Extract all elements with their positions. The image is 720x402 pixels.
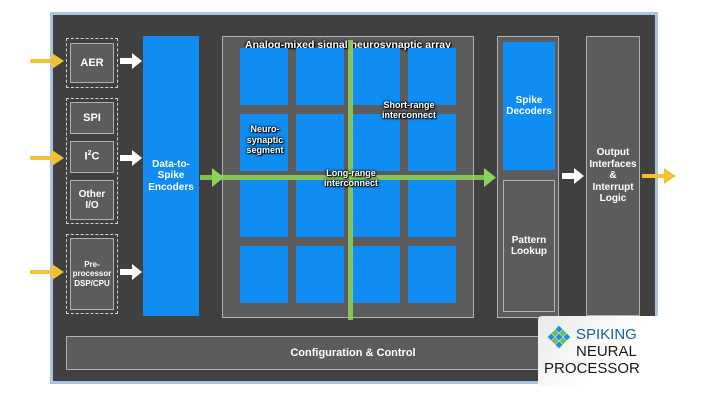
output-label: Output Interfaces & Interrupt Logic [589,147,637,205]
aer-label: AER [80,56,104,69]
preprocessor-group [66,234,118,314]
i2c-label: I2C [84,150,100,163]
neurosynaptic-segment [408,246,456,303]
io-group [66,98,118,224]
interconnect-lines [200,40,485,320]
spike-decoders-label: Spike Decoders [506,94,552,118]
logo-line3: PROCESSOR [544,360,640,377]
preprocessor-block: Pre-processor DSP/CPU [70,238,114,310]
encoders-label: Data-to-Spike Encoders [148,158,194,193]
array-title: Analog-mixed signal neurosynaptic array [245,38,451,51]
spiking-neural-processor-logo: SPIKING NEURAL PROCESSOR [538,316,658,386]
io-to-encoder-arrows [120,53,584,280]
neurosynaptic-segment [240,48,288,105]
preprocessor-label: Pre-processor DSP/CPU [72,260,112,288]
encoder-to-array-arrow [212,168,224,187]
input-arrows [30,53,64,280]
neurosynaptic-segment [240,180,288,237]
neurosynaptic-segment [352,114,400,171]
neurosynaptic-segment [352,246,400,303]
neurosynaptic-segment [408,48,456,105]
long-range-horizontal [200,175,485,180]
neurosynaptic-segment [296,48,344,105]
short-range-label: Short-range interconnect [381,99,436,120]
logo-line1: SPIKING [576,326,637,343]
neurosynaptic-segment [240,114,288,171]
config-label: Configuration & Control [290,346,416,359]
spike-decoders-block: Spike Decoders [503,42,555,170]
i2c-block: I2C [70,141,114,173]
neurosynaptic-segment [408,114,456,171]
array-to-decoder-arrow [484,168,496,187]
neurosynaptic-segment [240,246,288,303]
aer-block: AER [70,43,114,83]
logo-diamond-icon [547,325,571,349]
neurosynaptic-segment [296,114,344,171]
other-io-label: Other I/O [78,188,106,212]
long-range-label: Long-range interconnect [323,167,378,188]
encoders-block: Data-to-Spike Encoders [143,36,199,316]
other-io-block: Other I/O [70,180,114,220]
pattern-lookup-block: Pattern Lookup [503,180,555,312]
neurosynaptic-segment [352,48,400,105]
neurosynaptic-segment [408,180,456,237]
logo-line2: NEURAL [576,343,637,360]
spi-block: SPI [70,102,114,134]
neurosynaptic-segment [352,180,400,237]
output-arrow [642,168,676,184]
output-block: Output Interfaces & Interrupt Logic [586,36,640,316]
neurosynaptic-segment [296,180,344,237]
spi-label: SPI [83,111,101,124]
neurosynaptic-segment [296,246,344,303]
neuro-segment-label: Neuro-synaptic segment [246,124,284,156]
pattern-lookup-label: Pattern Lookup [510,234,548,258]
aer-group [66,38,118,88]
